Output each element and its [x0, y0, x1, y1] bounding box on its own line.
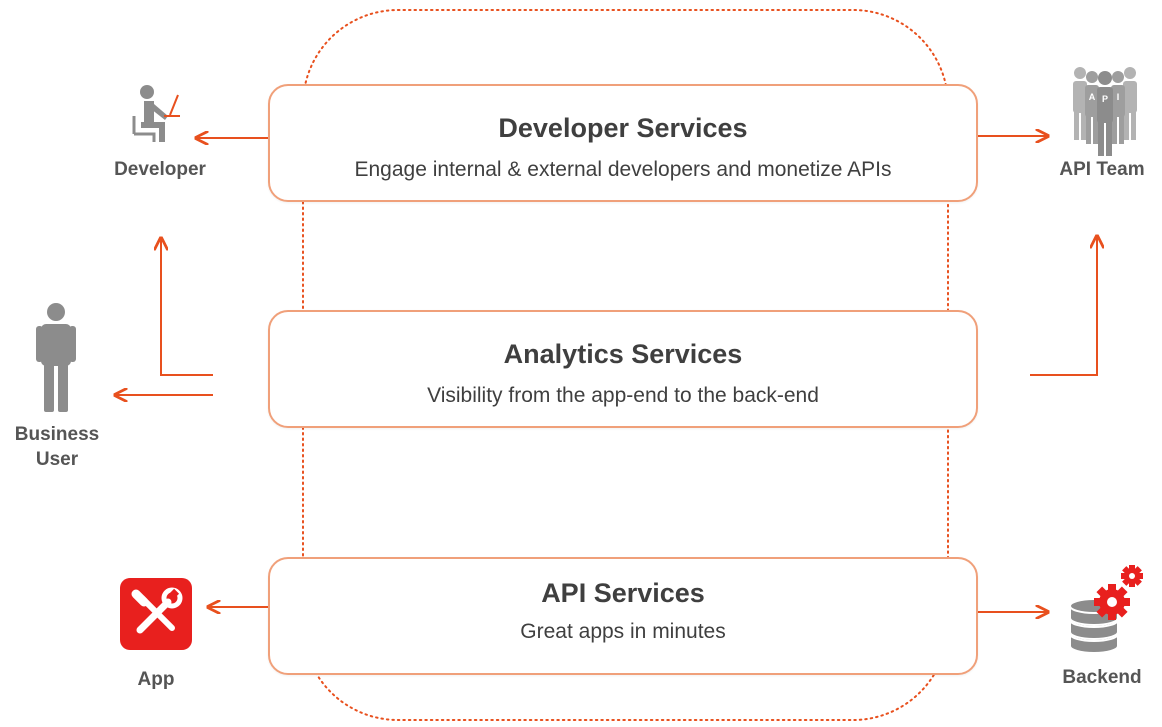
analytics-services-box: Analytics Services Visibility from the a… [268, 310, 978, 428]
business-user-label-line2: User [35, 449, 79, 470]
api-services-description: Great apps in minutes [520, 620, 726, 643]
developer-at-laptop-icon [132, 85, 180, 142]
api-services-title: API Services [541, 578, 705, 608]
wrench-screwdriver-icon [120, 578, 192, 650]
api-team-badge-a: A [1089, 92, 1096, 102]
person-icon [36, 303, 76, 412]
api-services-box: API Services Great apps in minutes [268, 557, 978, 675]
api-team-group-icon: A P I [1073, 67, 1137, 156]
developer-services-title: Developer Services [498, 113, 748, 143]
business-user-label-line1: Business [14, 424, 100, 445]
app-label: App [137, 669, 175, 690]
analytics-services-description: Visibility from the app-end to the back-… [427, 384, 819, 407]
api-team-badge-i: I [1117, 92, 1120, 102]
developer-services-box: Developer Services Engage internal & ext… [268, 84, 978, 202]
api-team-label: API Team [1059, 159, 1145, 180]
database-gears-icon [1069, 565, 1143, 654]
arrow-analytics-to-api-team [1030, 236, 1097, 376]
developer-services-description: Engage internal & external developers an… [354, 158, 892, 181]
api-team-badge-p: P [1102, 94, 1108, 104]
analytics-services-title: Analytics Services [503, 339, 743, 369]
backend-label: Backend [1062, 667, 1142, 688]
developer-label: Developer [114, 159, 206, 180]
arrow-analytics-to-developer [161, 238, 213, 376]
